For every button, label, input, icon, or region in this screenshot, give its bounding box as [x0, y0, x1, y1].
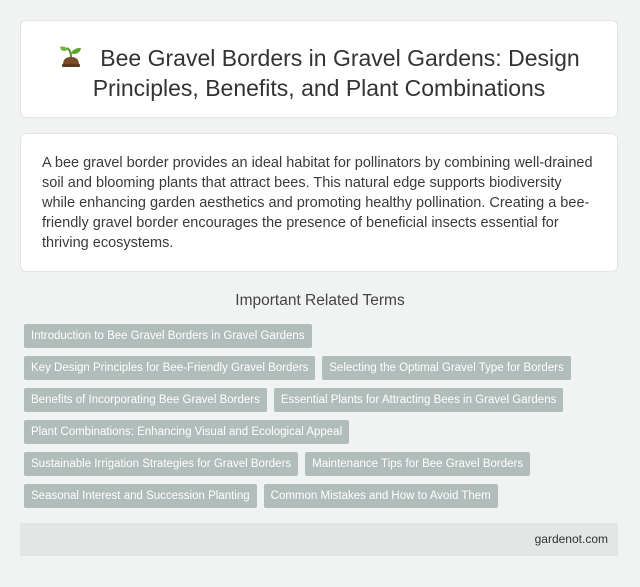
term-tag[interactable]: Benefits of Incorporating Bee Gravel Bor…: [24, 388, 267, 412]
term-tag[interactable]: Maintenance Tips for Bee Gravel Borders: [305, 452, 531, 476]
term-tag[interactable]: Key Design Principles for Bee-Friendly G…: [24, 356, 316, 380]
term-tag[interactable]: Plant Combinations: Enhancing Visual and…: [24, 420, 350, 444]
page-title: Bee Gravel Borders in Gravel Gardens: De…: [45, 43, 593, 103]
term-row: Introduction to Bee Gravel Borders in Gr…: [24, 324, 624, 348]
sprout-icon: [60, 46, 82, 67]
related-terms-list: Introduction to Bee Gravel Borders in Gr…: [24, 324, 624, 516]
footer: gardenot.com: [20, 523, 618, 556]
intro-card: A bee gravel border provides an ideal ha…: [20, 133, 618, 272]
term-row: Benefits of Incorporating Bee Gravel Bor…: [24, 388, 624, 412]
term-tag[interactable]: Seasonal Interest and Succession Plantin…: [24, 484, 257, 508]
term-row: Sustainable Irrigation Strategies for Gr…: [24, 452, 624, 476]
page-title-text: Bee Gravel Borders in Gravel Gardens: De…: [92, 45, 580, 101]
footer-site-link[interactable]: gardenot.com: [534, 532, 608, 546]
related-terms-heading: Important Related Terms: [235, 292, 405, 309]
term-row: Plant Combinations: Enhancing Visual and…: [24, 420, 624, 444]
term-row: Key Design Principles for Bee-Friendly G…: [24, 356, 624, 380]
term-tag[interactable]: Sustainable Irrigation Strategies for Gr…: [24, 452, 299, 476]
term-tag[interactable]: Common Mistakes and How to Avoid Them: [263, 484, 498, 508]
term-tag[interactable]: Essential Plants for Attracting Bees in …: [273, 388, 564, 412]
title-card: Bee Gravel Borders in Gravel Gardens: De…: [20, 20, 618, 118]
term-tag[interactable]: Introduction to Bee Gravel Borders in Gr…: [24, 324, 312, 348]
term-tag[interactable]: Selecting the Optimal Gravel Type for Bo…: [322, 356, 571, 380]
intro-text: A bee gravel border provides an ideal ha…: [42, 155, 593, 251]
term-row: Seasonal Interest and Succession Plantin…: [24, 484, 624, 508]
